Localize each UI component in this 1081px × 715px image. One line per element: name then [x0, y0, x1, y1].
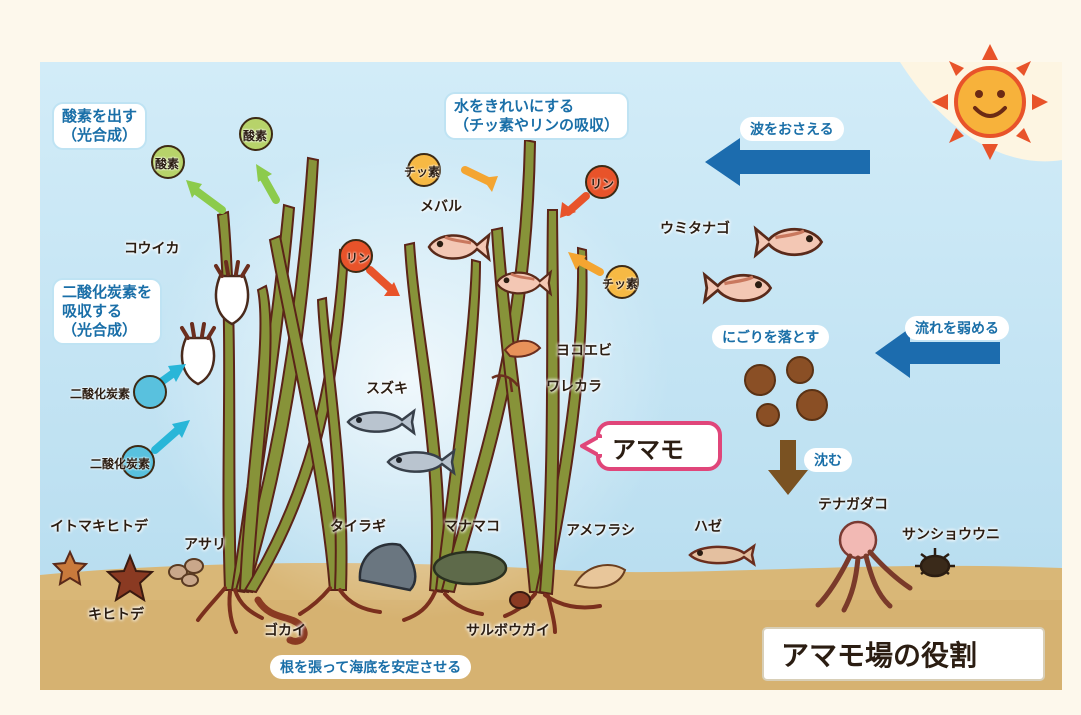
goby-icon: [688, 543, 756, 567]
eelgrass-plants: [216, 138, 588, 596]
label-shrimp: ヨコエビ: [556, 343, 612, 359]
label-pen-shell: タイラギ: [330, 519, 386, 535]
title-box: [762, 627, 1045, 681]
roots: [196, 586, 602, 634]
eelgrass-callout: [580, 421, 722, 471]
label-starfish1: イトマキヒトデ: [50, 519, 148, 535]
label-urchin: サンショウウニ: [902, 527, 1000, 543]
label-sea-cucumber: マナマコ: [444, 519, 500, 535]
role-roots: 根を張って海底を安定させる: [270, 655, 472, 679]
label-goby: ハゼ: [694, 519, 722, 535]
wave-arrow: [705, 138, 870, 186]
role-co2: 二酸化炭素を 吸収する （光合成）: [54, 280, 161, 343]
sink-arrow: [768, 440, 808, 495]
starfish-icon: [105, 553, 155, 603]
caprellid-icon: [491, 374, 519, 393]
role-turbidity: にごりを落とす: [712, 325, 830, 349]
role-oxygen: 酸素を出す （光合成）: [54, 104, 146, 148]
sea-cucumber-icon: [432, 550, 508, 586]
role-co2-line3: （光合成）: [62, 321, 138, 339]
phosphorus-label: リン: [590, 177, 615, 191]
starfish-icon: [51, 549, 89, 586]
squid-icon: [214, 260, 250, 326]
page-title: アマモ場の役割: [781, 639, 978, 672]
co2-label: 二酸化炭素: [90, 457, 151, 471]
oxygen-arrows: [191, 171, 280, 214]
oxygen-label: 酸素: [155, 157, 180, 171]
label-worm: ゴカイ: [264, 623, 306, 639]
label-seabass: スズキ: [366, 381, 408, 397]
sediment-particles: [744, 356, 828, 427]
label-surfperch: ウミタナゴ: [660, 221, 730, 237]
eelgrass-label: アマモ: [612, 436, 684, 464]
shrimp-icon: [503, 339, 542, 358]
label-sea-hare: アメフラシ: [566, 523, 636, 539]
nitrogen-label: チッ素: [602, 277, 639, 291]
role-clean-water-line1: 水をきれいにする: [454, 97, 575, 115]
role-waves: 波をおさえる: [740, 117, 844, 141]
molecule-icons: [121, 117, 639, 479]
label-clam: アサリ: [184, 537, 226, 553]
role-current: 流れを弱める: [905, 316, 1009, 340]
urchin-icon: [915, 548, 955, 578]
role-co2-line2: 吸収する: [62, 302, 123, 320]
role-co2-line1: 二酸化炭素を: [62, 283, 153, 301]
co2-label: 二酸化炭素: [70, 387, 131, 401]
role-oxygen-line1: 酸素を出す: [62, 107, 138, 125]
nitrogen-label: チッ素: [404, 165, 441, 179]
label-rockfish: メバル: [420, 199, 462, 215]
role-clean-water-line2: （チッ素やリンの吸収）: [454, 116, 620, 134]
role-clean-water: 水をきれいにする （チッ素やリンの吸収）: [446, 94, 628, 138]
octopus-icon: [815, 520, 913, 613]
role-oxygen-line2: （光合成）: [62, 126, 138, 144]
label-starfish2: キヒトデ: [88, 607, 144, 623]
pen-shell-icon: [358, 542, 417, 592]
oxygen-label: 酸素: [243, 129, 268, 143]
worm-icon: [254, 596, 308, 645]
phosphorus-label: リン: [346, 251, 371, 265]
sun-icon: [932, 44, 1048, 160]
current-arrow: [875, 328, 1000, 378]
label-squid: コウイカ: [124, 241, 180, 257]
cockle-icon: [509, 591, 531, 609]
clam-icon: [168, 558, 204, 587]
label-octopus: テナガダコ: [818, 497, 888, 513]
role-sink: 沈む: [804, 448, 852, 472]
squid-icon: [180, 322, 216, 386]
label-cockle: サルボウガイ: [466, 623, 550, 639]
label-caprellid: ワレカラ: [546, 379, 602, 395]
sea-hare-icon: [573, 564, 627, 589]
